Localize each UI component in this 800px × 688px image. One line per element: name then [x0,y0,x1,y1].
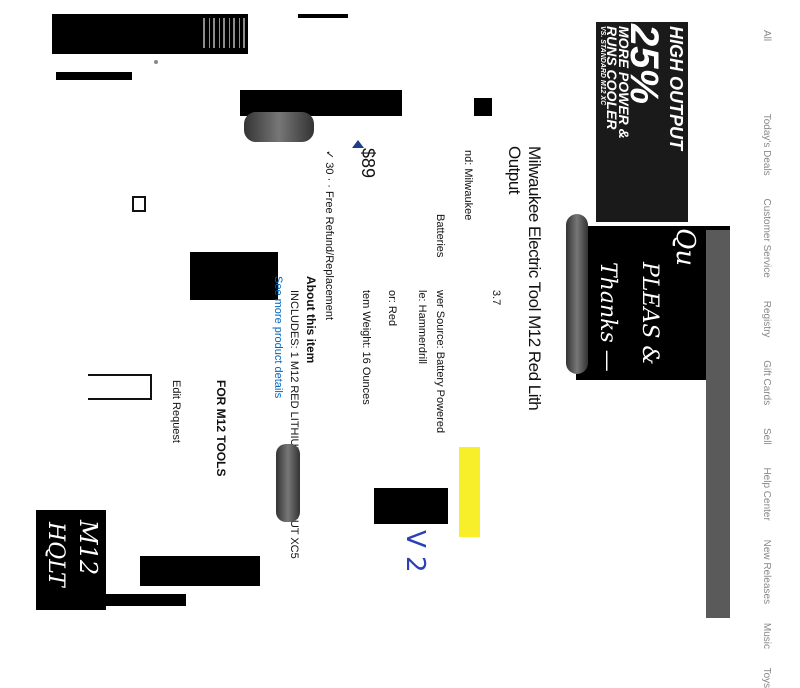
product-image-battery[interactable] [244,112,314,142]
style-row: le: Hammerdrill [416,290,428,364]
promo-banner[interactable]: HIGH OUTPUT 25% MORE POWER & RUNS COOLER… [596,22,688,222]
handwritten-note: M12 [74,520,102,576]
color-row: or: Red [386,290,398,327]
banner-line-1: HIGH OUTPUT [666,26,686,150]
redaction-block [200,18,246,48]
for-tools-label: FOR M12 TOOLS [214,380,228,477]
product-title: Milwaukee Electric Tool M12 Red Lith [525,146,544,411]
redaction-block [190,252,278,300]
nav-item-giftcards[interactable]: Gift Cards [761,360,772,406]
highlight-mark [459,447,480,537]
edit-note[interactable]: Edit Request [170,380,182,443]
rating-value[interactable]: 3.7 [490,290,502,306]
redaction-block [36,510,106,610]
nav-item-service[interactable]: Customer Service [761,198,772,278]
star-icon [352,140,364,148]
handwritten-mark: V 2 [400,530,430,573]
delivery-row: ✓ 30 · · Free Refund/Replacement [323,150,335,321]
weight-row: tem Weight: 16 Ounces [360,290,372,405]
handwritten-note: PLEAS & [637,262,662,366]
banner-line-4: RUNS COOLER [604,26,620,130]
redaction-block [374,488,448,524]
handwritten-note: Thanks — [595,262,620,372]
redaction-block [86,594,186,606]
nav-strip [706,230,730,618]
about-heading: About this item [304,276,318,364]
redaction-block [576,226,730,380]
redaction-block [140,556,260,586]
nav-item-all[interactable]: All [761,30,772,42]
power-source-row: wer Source: Battery Powered [434,290,446,434]
redaction-block [298,14,348,18]
product-subtitle: Output [505,146,524,195]
redaction-block [474,98,492,116]
nav-item-toys[interactable]: Toys [761,667,772,688]
price: $89 [358,148,378,179]
dot-icon [154,60,158,64]
redaction-block [240,90,402,116]
banner-line-5: VS. STANDARD M12 XC [599,26,606,106]
nav-item-registry[interactable]: Registry [761,300,772,338]
batteries-row: Batteries [434,214,446,258]
nav-item-new[interactable]: New Releases [761,539,772,605]
nav-item-deals[interactable]: Today's Deals [761,113,772,176]
product-image-tool[interactable] [566,214,588,374]
handwritten-note: HQLT [43,522,68,587]
nav-item-help[interactable]: Help Center [761,467,772,521]
nav-item-music[interactable]: Music [761,622,772,649]
handwritten-note: Qu [670,228,700,267]
input-outline[interactable] [88,374,152,400]
product-thumbnail[interactable] [276,444,300,522]
brand-row: nd: Milwaukee [462,150,474,221]
redaction-block [56,72,132,80]
nav-bar: All Today's Deals Customer Service Regis… [761,30,772,688]
see-more-link[interactable]: See more product details [272,276,284,399]
nav-item-sell[interactable]: Sell [761,427,772,445]
checkbox-icon[interactable] [132,196,146,212]
